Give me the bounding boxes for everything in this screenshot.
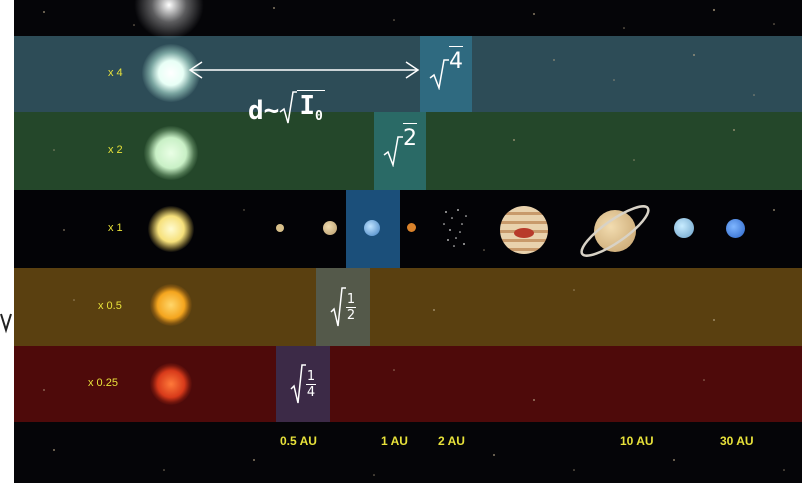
jupiter-red-spot bbox=[514, 228, 534, 238]
label-x4: x 4 bbox=[108, 67, 123, 79]
sqrt-symbol bbox=[383, 136, 403, 167]
band-x025 bbox=[14, 346, 802, 422]
sqrt-box-x025: 1 4 bbox=[276, 346, 330, 422]
fraction-num-x025: 1 bbox=[306, 368, 316, 384]
au-label-1: 1 AU bbox=[381, 434, 408, 448]
edge-mark bbox=[0, 313, 12, 334]
fraction-num-x05: 1 bbox=[346, 291, 356, 307]
sqrt-box-x05: 1 2 bbox=[316, 268, 370, 346]
formula-radicand-letter: I bbox=[299, 90, 315, 121]
label-x05: x 0.5 bbox=[98, 300, 122, 312]
fraction-den-x025: 4 bbox=[306, 384, 316, 400]
sqrt-box-x4: 4 bbox=[420, 36, 472, 112]
label-x1: x 1 bbox=[108, 222, 123, 234]
label-x025: x 0.25 bbox=[88, 377, 118, 389]
star-x05 bbox=[150, 284, 192, 326]
fraction-den-x05: 2 bbox=[346, 307, 356, 323]
au-label-2: 2 AU bbox=[438, 434, 465, 448]
sqrt-symbol bbox=[429, 59, 449, 90]
fraction-bar bbox=[346, 306, 356, 308]
sqrt-box-x2: 2 bbox=[374, 112, 426, 190]
planet-mars bbox=[407, 223, 416, 232]
starfield bbox=[43, 7, 785, 476]
sqrt-symbol bbox=[290, 364, 306, 404]
sqrt-symbol bbox=[330, 287, 346, 327]
radicand-x2: 2 bbox=[403, 123, 417, 151]
au-label-0-5: 0.5 AU bbox=[280, 434, 317, 448]
formula-lhs: d~ bbox=[248, 96, 280, 126]
radicand-x4: 4 bbox=[449, 46, 463, 74]
habitable-zone-diagram: 4 2 1 2 1 4 x 4 x 2 x 1 x 0.5 x 0.25 d~ bbox=[14, 0, 802, 483]
au-label-10: 10 AU bbox=[620, 434, 654, 448]
asteroid-belt bbox=[443, 209, 467, 247]
star-x4 bbox=[142, 44, 200, 102]
planet-venus bbox=[323, 221, 337, 235]
au-label-30: 30 AU bbox=[720, 434, 754, 448]
label-x2: x 2 bbox=[108, 144, 123, 156]
formula-subscript: 0 bbox=[314, 109, 323, 124]
planet-mercury bbox=[276, 224, 284, 232]
star-x2 bbox=[144, 126, 198, 180]
formula-radicand: I0 bbox=[297, 89, 325, 124]
fraction-x025: 1 4 bbox=[306, 370, 316, 399]
sqrt-symbol bbox=[279, 91, 298, 124]
star-x1 bbox=[148, 206, 194, 252]
planet-earth bbox=[364, 220, 380, 236]
double-arrow-icon bbox=[188, 61, 420, 79]
planet-neptune bbox=[726, 219, 745, 238]
fraction-x05: 1 2 bbox=[346, 293, 356, 322]
saturn-ring bbox=[580, 205, 650, 257]
formula: d~ I0 bbox=[248, 86, 325, 126]
fraction-bar bbox=[306, 383, 316, 385]
planet-uranus bbox=[674, 218, 694, 238]
band-x05 bbox=[14, 268, 802, 346]
star-x025 bbox=[150, 363, 192, 405]
